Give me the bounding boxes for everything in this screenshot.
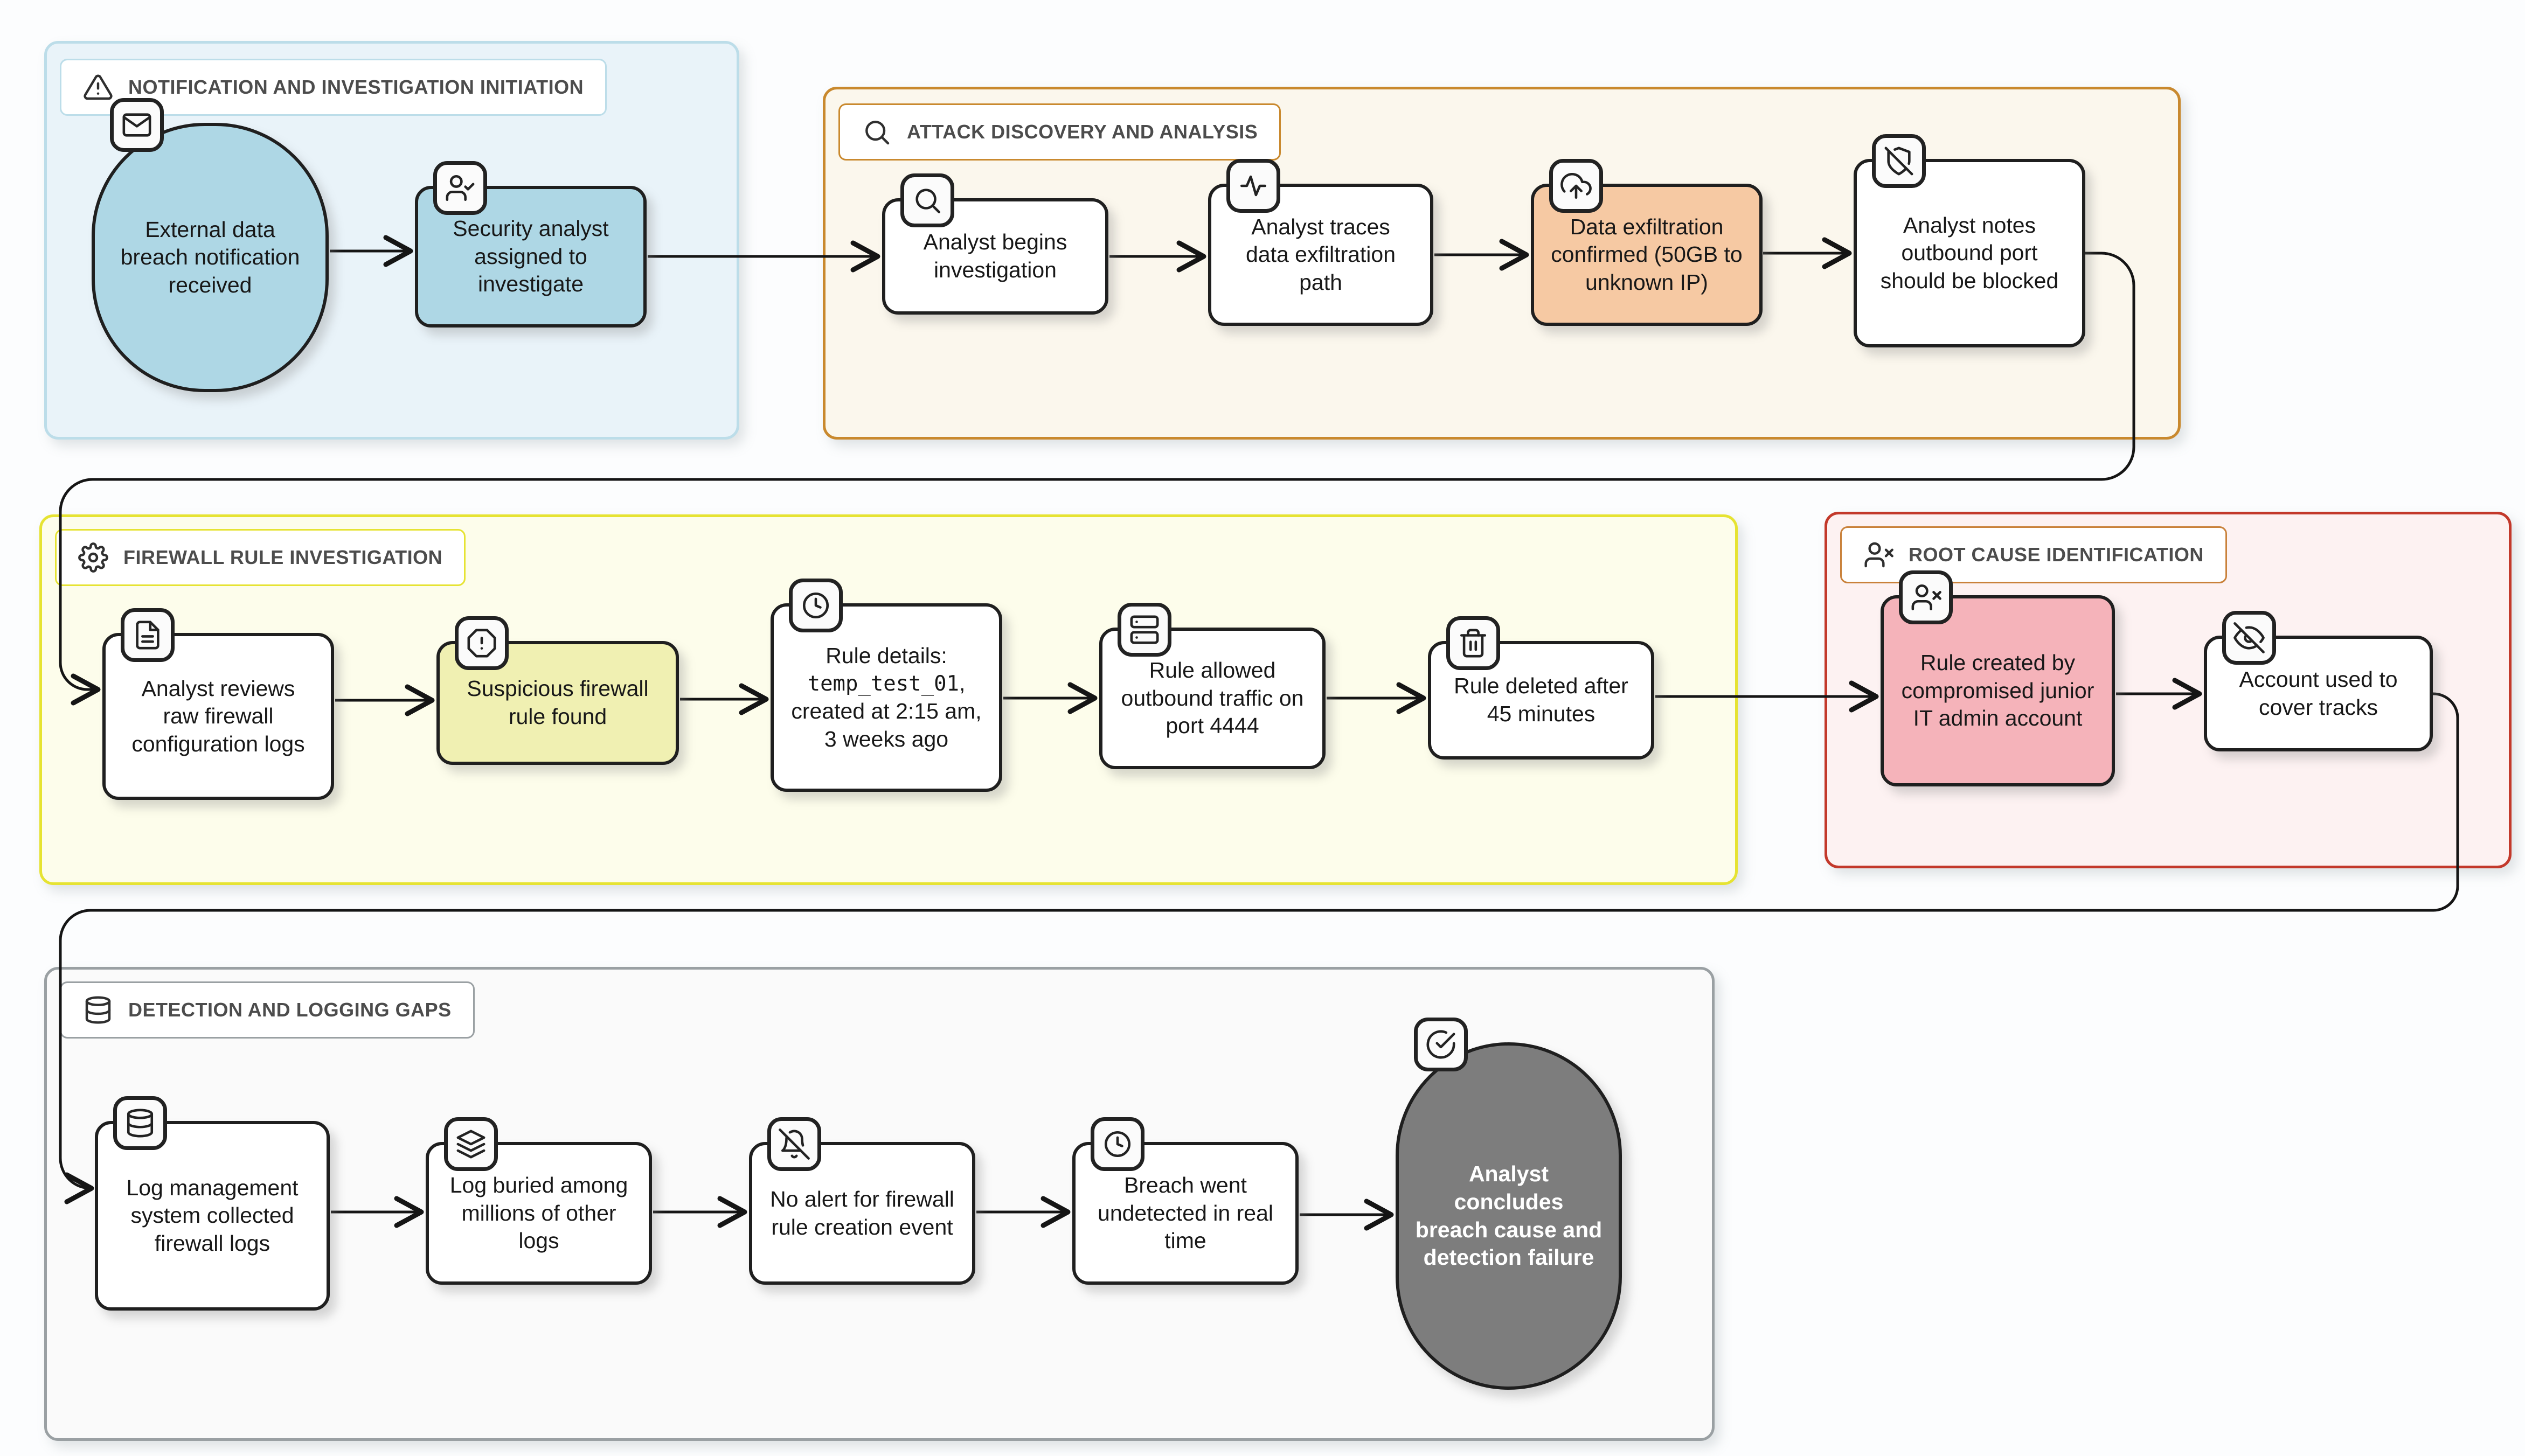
node-security-analyst-assigned: Security analyst assigned to investigate (415, 161, 647, 328)
node-label: Rule allowed outbound traffic on port 44… (1121, 658, 1304, 739)
node-account-used-to-cover-tracks: Account used to cover tracks (2204, 611, 2433, 751)
node-rule-details: Rule details: temp_test_01, created at 2… (771, 579, 1002, 792)
node-label: Security analyst assigned to investigate (453, 216, 609, 297)
search-icon (900, 173, 954, 227)
activity-icon (1226, 159, 1280, 213)
node-label: Analyst begins investigation (923, 229, 1067, 282)
node-label: Analyst notes outbound port should be bl… (1880, 212, 2059, 293)
node-label: Suspicious firewall rule found (467, 676, 649, 729)
node-label: External data breach notification receiv… (120, 217, 300, 297)
node-rule-deleted-after-45-minutes: Rule deleted after 45 minutes (1428, 616, 1654, 760)
node-label: Data exfiltration confirmed (50GB to unk… (1551, 214, 1743, 295)
file-text-icon (121, 608, 175, 662)
mail-icon (110, 98, 164, 152)
node-log-buried-among-millions: Log buried among millions of other logs (426, 1117, 652, 1285)
check-circle-icon (1414, 1018, 1468, 1071)
node-label: Account used to cover tracks (2239, 666, 2398, 720)
node-label: Analyst traces data exfiltration path (1245, 214, 1396, 295)
trash-icon (1446, 616, 1500, 670)
node-label: Log management system collected firewall… (126, 1175, 299, 1256)
clock-icon (1091, 1117, 1144, 1171)
node-analyst-begins-investigation: Analyst begins investigation (882, 173, 1108, 315)
user-check-icon (433, 161, 487, 215)
section-label-chip: ATTACK DISCOVERY AND ANALYSIS (838, 103, 1281, 161)
node-label: Analyst reviews raw firewall configurati… (131, 675, 305, 756)
node-suspicious-firewall-rule-found: Suspicious firewall rule found (436, 616, 679, 765)
upload-cloud-icon (1549, 159, 1603, 213)
gear-icon (78, 542, 108, 573)
user-x-icon (1864, 542, 1893, 568)
node-label: Analyst concludes breach cause and detec… (1415, 1161, 1603, 1270)
section-label: ATTACK DISCOVERY AND ANALYSIS (907, 121, 1258, 143)
server-icon (1118, 603, 1171, 657)
section-label-chip: DETECTION AND LOGGING GAPS (60, 981, 475, 1039)
search-icon (865, 121, 890, 145)
node-label: Breach went undetected in real time (1098, 1173, 1273, 1253)
node-rule-allowed-outbound-port-4444: Rule allowed outbound traffic on port 44… (1099, 603, 1326, 769)
section-label-chip: ROOT CAUSE IDENTIFICATION (1840, 526, 2227, 583)
node-analyst-notes-port-should-be-blocked: Analyst notes outbound port should be bl… (1854, 134, 2085, 347)
node-analyst-concludes-breach-cause: Analyst concludes breach cause and detec… (1396, 1018, 1622, 1390)
node-data-exfiltration-confirmed: Data exfiltration confirmed (50GB to unk… (1531, 159, 1763, 326)
section-label: NOTIFICATION AND INVESTIGATION INITIATIO… (128, 76, 584, 98)
clock-icon (789, 579, 843, 632)
node-label: Rule deleted after 45 minutes (1454, 673, 1628, 726)
shield-off-icon (1872, 134, 1926, 188)
node-analyst-reviews-firewall-logs: Analyst reviews raw firewall configurati… (102, 608, 334, 800)
alert-octagon-icon (455, 616, 509, 670)
section-label: ROOT CAUSE IDENTIFICATION (1909, 544, 2204, 566)
node-label: Log buried among millions of other logs (449, 1173, 628, 1253)
node-analyst-traces-exfiltration-path: Analyst traces data exfiltration path (1208, 159, 1433, 326)
layers-icon (444, 1117, 498, 1171)
node-no-alert-for-rule-creation: No alert for firewall rule creation even… (749, 1117, 975, 1285)
node-rule-created-by-compromised-account: Rule created by compromised junior IT ad… (1881, 570, 2115, 786)
alert-triangle-icon (84, 74, 113, 100)
bell-off-icon (767, 1117, 821, 1171)
section-label-chip: FIREWALL RULE INVESTIGATION (55, 529, 466, 586)
node-label: Rule created by compromised junior IT ad… (1901, 650, 2094, 731)
node-breach-went-undetected: Breach went undetected in real time (1072, 1117, 1299, 1285)
eye-off-icon (2222, 611, 2276, 665)
section-label: FIREWALL RULE INVESTIGATION (123, 546, 443, 568)
section-label: DETECTION AND LOGGING GAPS (128, 999, 452, 1021)
database-icon (85, 996, 111, 1024)
node-external-data-breach-notification-received: External data breach notification receiv… (92, 98, 329, 392)
node-log-management-system-collected-logs: Log management system collected firewall… (95, 1096, 330, 1311)
node-label: No alert for firewall rule creation even… (770, 1186, 954, 1239)
node-label: Rule details: temp_test_01, created at 2… (791, 643, 982, 751)
user-x-icon (1899, 570, 1953, 624)
database-icon (113, 1096, 167, 1150)
